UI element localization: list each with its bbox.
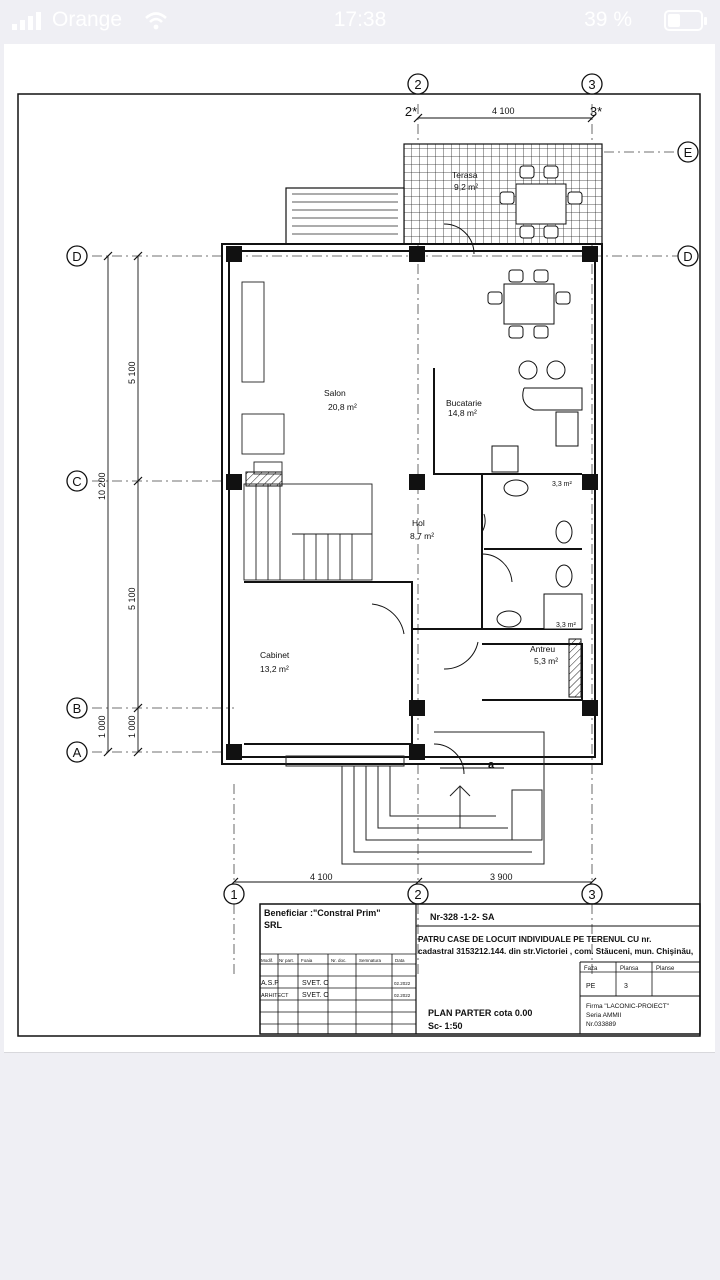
plansa-value: 3	[624, 983, 628, 990]
room-cabinet-area: 13,2 m²	[260, 664, 289, 674]
room-cabinet-name: Cabinet	[260, 650, 290, 660]
axis-d-right: D	[683, 249, 692, 264]
dim-left-upper: 5 100	[127, 361, 137, 384]
firm-number: Nr.033889	[586, 1021, 616, 1028]
axis-2-top: 2	[414, 77, 421, 92]
hdr-foaia: Foaia	[301, 958, 313, 963]
row1-role: A.S.P	[261, 980, 279, 987]
axis-3-top: 3	[588, 77, 595, 92]
status-bar: Orange 17:38 39 %	[0, 0, 720, 40]
hdr-nrpart: Nr part.	[279, 958, 294, 963]
section-mark: a	[488, 759, 495, 771]
axis-3-bottom: 3	[588, 887, 595, 902]
beneficiar: Beneficiar :"Constral Prim"	[264, 908, 381, 918]
axis-e: E	[684, 145, 693, 160]
hdr-semn: Semnatura	[359, 958, 382, 963]
room-antreu-name: Antreu	[530, 644, 555, 654]
faza-label: Faza	[584, 966, 598, 972]
hdr-nrdoc: Nr. doc.	[331, 958, 347, 963]
room-hol-name: Hol	[412, 518, 425, 528]
row2-name: SVET. O	[302, 992, 329, 999]
room-salon-area: 20,8 m²	[328, 402, 357, 412]
dim-left-b: 1 000	[97, 715, 107, 738]
signal-icon	[12, 12, 41, 30]
row2-role: ARHITECT	[261, 993, 289, 999]
room-wc1-area: 3,3 m²	[552, 481, 573, 488]
clock: 17:38	[333, 8, 387, 31]
room-antreu-area: 5,3 m²	[534, 656, 558, 666]
hdr-data: Data	[395, 958, 405, 963]
firm-name: Firma "LACONIC-PROIECT"	[586, 1003, 670, 1010]
faza-value: PE	[586, 983, 596, 990]
carrier-label: Orange	[52, 8, 123, 31]
beneficiar-srl: SRL	[264, 920, 283, 930]
dim-bottom-right: 3 900	[490, 872, 513, 882]
row1-date: 02.2022	[394, 981, 411, 986]
dim-top: 4 100	[492, 106, 515, 116]
project-title-1: PATRU CASE DE LOCUIT INDIVIDUALE PE TERE…	[418, 935, 651, 944]
hdr-modif: Modif.	[261, 958, 273, 963]
axis-2-star: 2*	[405, 104, 417, 119]
title-block	[259, 903, 701, 1035]
room-wc2-area: 3,3 m²	[556, 622, 577, 629]
document-viewer[interactable]: a 4 100 4 100 3 900 10 200 5 100 5 100 1…	[4, 44, 715, 1053]
planse-label: Planse	[656, 966, 675, 972]
plansa-label: Plansa	[620, 966, 639, 972]
firm-series: Seria AMMII	[586, 1012, 622, 1019]
axis-2-bottom: 2	[414, 887, 421, 902]
axis-1-bottom: 1	[230, 887, 237, 902]
dining-table	[487, 269, 571, 339]
dim-bottom-left: 4 100	[310, 872, 333, 882]
project-number: Nr-328 -1-2- SA	[430, 912, 495, 922]
drawing-scale: Sc- 1:50	[428, 1021, 463, 1031]
room-bucatarie-area: 14,8 m²	[448, 408, 477, 418]
dim-left-lower: 5 100	[127, 587, 137, 610]
room-hol-area: 8,7 m²	[410, 531, 434, 541]
axis-d-left: D	[72, 249, 81, 264]
room-bucatarie-name: Bucatarie	[446, 398, 482, 408]
room-salon-name: Salon	[324, 388, 346, 398]
battery-percent: 39 %	[584, 8, 632, 31]
axis-b: B	[73, 701, 82, 716]
room-terasa-name: Terasa	[452, 170, 478, 180]
axis-c: C	[72, 474, 81, 489]
staircase	[243, 483, 373, 581]
axis-3-star: 3*	[590, 104, 602, 119]
project-title-2: cadastral 3153212.144. din str.Victoriei…	[418, 947, 693, 956]
dim-left-a: 1 000	[127, 715, 137, 738]
wifi-icon	[145, 12, 167, 30]
row2-date: 02.2022	[394, 993, 411, 998]
axis-a: A	[73, 745, 82, 760]
dim-left-total: 10 200	[97, 472, 107, 500]
room-terasa-area: 9,2 m²	[454, 182, 478, 192]
battery-icon	[664, 10, 707, 31]
row1-name: SVET. O	[302, 980, 329, 987]
floor-plan-drawing: a 4 100 4 100 3 900 10 200 5 100 5 100 1…	[17, 73, 701, 1037]
drawing-title: PLAN PARTER cota 0.00	[428, 1008, 532, 1018]
